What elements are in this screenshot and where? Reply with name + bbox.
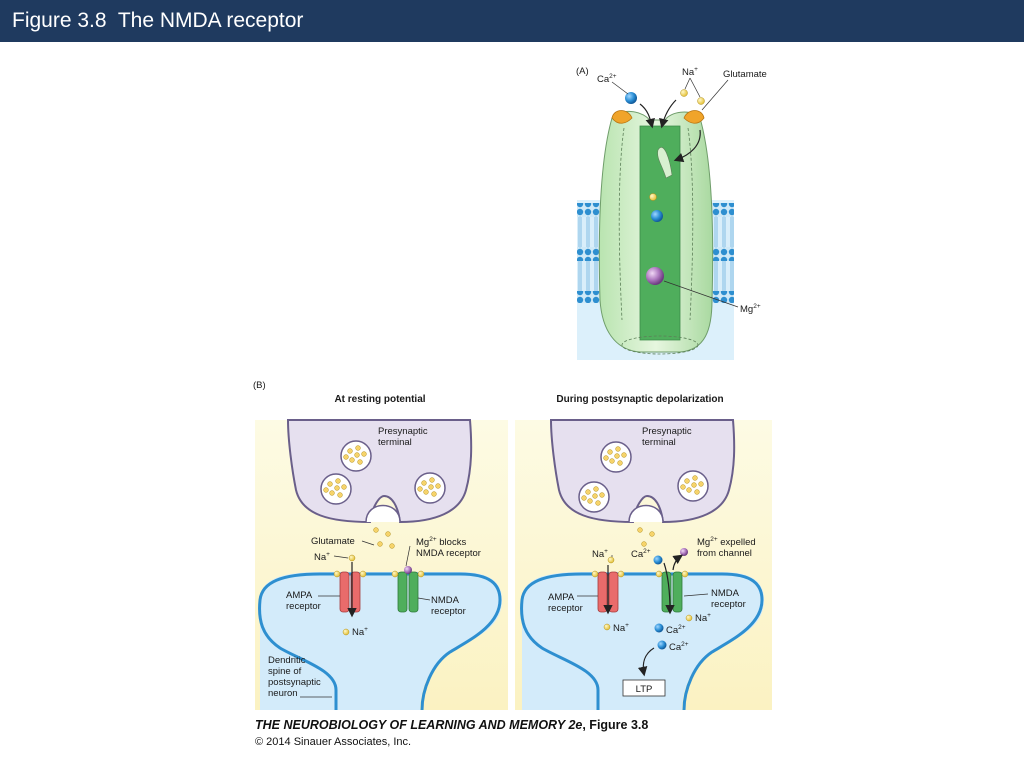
- na-ion-icon: [649, 193, 657, 201]
- na-label: Na+: [592, 548, 608, 560]
- nmda-label-line2: receptor: [431, 606, 466, 617]
- depolarization-heading: During postsynaptic depolarization: [556, 394, 723, 405]
- slide-title: Figure 3.8 The NMDA receptor: [12, 9, 304, 32]
- ca-ion-icon: [651, 210, 663, 222]
- postsynaptic-cytoplasm: [522, 572, 764, 710]
- na-inside-label: Na+: [695, 612, 711, 624]
- synaptic-vesicles: [578, 441, 709, 547]
- glutamate-label: Glutamate: [723, 69, 767, 80]
- mg-ion-icon: [680, 548, 688, 556]
- mg-expelled-label: Mg2+ expelled: [697, 536, 756, 548]
- presynaptic-label-line2: terminal: [378, 437, 412, 448]
- mg-label: Mg2+: [740, 303, 761, 315]
- dendritic-label-line4: neuron: [268, 688, 298, 699]
- copyright: © 2014 Sinauer Associates, Inc.: [255, 736, 412, 748]
- na-label: Na+: [314, 551, 330, 563]
- panel-a-leader-lines: [611, 77, 739, 308]
- na-inside-label: Na+: [352, 626, 368, 638]
- ampa-label-line2: receptor: [286, 601, 321, 612]
- mg-ion-icon: [646, 267, 664, 285]
- na-ion-icon: [697, 97, 705, 105]
- ampa-receptor-icon: [591, 570, 625, 613]
- na-ion-icon: [680, 89, 688, 97]
- panel-a: (A) Ca2+ Na+ Glutamate Mg2+: [576, 60, 767, 360]
- nmda-receptor-icon: [391, 566, 425, 613]
- na-inside-label: Na+: [613, 622, 629, 634]
- ca-ion-icon: [653, 555, 663, 565]
- ampa-label-line2: receptor: [548, 603, 583, 614]
- nmda-channel-protein: [598, 111, 714, 355]
- panel-a-letter: (A): [576, 66, 589, 77]
- dendritic-label-line1: Dendritic: [268, 655, 306, 666]
- ca-inside-label: Ca2+: [669, 641, 689, 653]
- na-ion-icon: [342, 628, 350, 636]
- book-title: THE NEUROBIOLOGY OF LEARNING AND MEMORY …: [255, 718, 583, 732]
- na-label: Na+: [682, 66, 698, 78]
- na-ion-icon: [348, 554, 356, 562]
- dendritic-label-line3: postsynaptic: [268, 677, 321, 688]
- ampa-label-line1: AMPA: [286, 590, 313, 601]
- nmda-label-line1: NMDA: [711, 588, 740, 599]
- ion-flow-arrows: [603, 554, 683, 677]
- mg-blocks-label: Mg2+ blocks: [416, 536, 466, 548]
- ltp-label: LTP: [636, 684, 653, 695]
- presynaptic-label-line2: terminal: [642, 437, 676, 448]
- glutamate-label: Glutamate: [311, 536, 355, 547]
- postsynaptic-cytoplasm: [260, 572, 502, 710]
- figure-caption: THE NEUROBIOLOGY OF LEARNING AND MEMORY …: [255, 718, 648, 732]
- panel-b-right-leaders: [577, 555, 709, 597]
- glutamate-site-left: [611, 110, 633, 124]
- resting-heading: At resting potential: [334, 394, 425, 405]
- postsynaptic-membrane: [258, 572, 502, 711]
- panel-b-letter: (B): [253, 380, 266, 391]
- panel-b-resting: Presynaptic terminal: [255, 419, 508, 711]
- na-ion-icon: [603, 623, 611, 631]
- nmda-label-line1: NMDA: [431, 595, 460, 606]
- ion-flow-arrows: [639, 99, 701, 163]
- ca-ion-icon: [654, 623, 664, 633]
- ca-ion-icon: [625, 92, 637, 104]
- postsynaptic-membrane: [520, 572, 764, 711]
- panel-b: (B) At resting potential During postsyna…: [253, 380, 772, 711]
- ltp-box: [622, 679, 666, 697]
- panel-b-depolarization: Presynaptic terminal: [515, 419, 772, 711]
- ca-label: Ca2+: [631, 548, 651, 560]
- dendritic-label-line2: spine of: [268, 666, 302, 677]
- ampa-receptor-icon: [333, 570, 367, 613]
- presynaptic-label-line1: Presynaptic: [642, 426, 692, 437]
- presynaptic-label-line1: Presynaptic: [378, 426, 428, 437]
- slide-title-bar: Figure 3.8 The NMDA receptor: [0, 0, 1024, 42]
- ca-ion-icon: [657, 640, 667, 650]
- synaptic-vesicles: [320, 440, 446, 549]
- glutamate-site-right: [683, 110, 705, 124]
- mg-expelled-label-line2: from channel: [697, 548, 752, 559]
- nmda-label-line2: receptor: [711, 599, 746, 610]
- ca-inside-label: Ca2+: [666, 624, 686, 636]
- na-ion-icon: [607, 556, 615, 564]
- ampa-label-line1: AMPA: [548, 592, 575, 603]
- panel-b-left-leaders: [300, 540, 431, 698]
- mg-blocks-label-line2: NMDA receptor: [416, 548, 481, 559]
- figure-number: , Figure 3.8: [582, 718, 649, 732]
- ca-label: Ca2+: [597, 73, 617, 85]
- na-ion-icon: [685, 614, 693, 622]
